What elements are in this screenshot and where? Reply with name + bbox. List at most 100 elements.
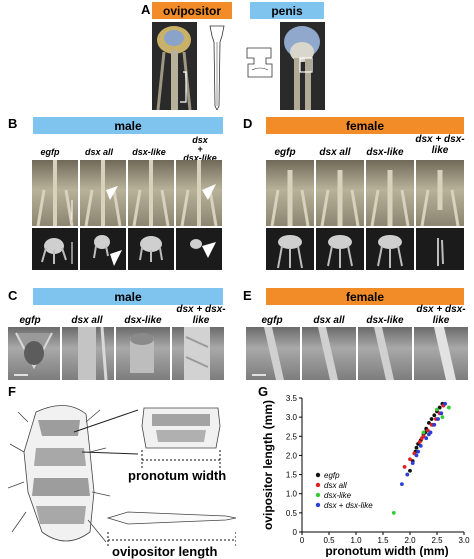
c-sem-egfp — [8, 327, 60, 380]
data-point — [429, 422, 434, 427]
b-dissect-dsx-dsx-like — [176, 228, 222, 270]
data-point — [421, 430, 426, 435]
data-point — [429, 417, 434, 421]
e-sem-dsx-dsx-like — [414, 327, 468, 380]
data-point — [437, 405, 442, 410]
d-photo-egfp — [266, 160, 314, 226]
c-sem-dsx-all — [62, 327, 114, 380]
banner-female-e: female — [266, 288, 464, 305]
label-e-dsx-dsx-like: dsx + dsx-like — [416, 304, 466, 326]
x-tick-label: 2.5 — [431, 536, 443, 545]
data-point — [405, 472, 410, 477]
e-sem-egfp — [246, 327, 300, 380]
b-photo-dsx-dsx-like — [176, 160, 222, 226]
legend-label: dsx all — [324, 481, 347, 490]
c-sem-dsx-dsx-like — [172, 327, 224, 380]
label-e-dsx-all: dsx all — [313, 315, 345, 326]
d-dissect-dsx-all — [316, 228, 364, 270]
data-point — [435, 407, 439, 412]
label-c-dsx-all: dsx all — [71, 315, 103, 326]
data-point — [400, 482, 404, 487]
data-point — [414, 453, 419, 458]
label-d-egfp: egfp — [274, 147, 296, 158]
d-photo-dsx-all — [316, 160, 364, 226]
panel-letter-c: C — [8, 288, 18, 303]
data-point — [417, 440, 422, 444]
label-d-dsx-like: dsx-like — [366, 147, 404, 158]
data-point — [427, 420, 431, 425]
d-photo-dsx-dsx-like — [416, 160, 464, 226]
banner-penis: penis — [250, 2, 324, 19]
label-b-dsx-like: dsx-like — [132, 147, 166, 157]
b-dissect-dsx-like — [128, 228, 174, 270]
ovipositor-photo-drawing — [156, 26, 192, 110]
data-point — [408, 457, 412, 462]
e-sem-dsx-all — [302, 327, 356, 380]
x-tick-label: 1.0 — [350, 536, 362, 545]
ovipositor-line-drawing — [209, 25, 225, 110]
e-sem-dsx-like — [358, 327, 412, 380]
arrowhead-icon — [202, 184, 216, 200]
label-b-dsx-dsx-like: dsx + dsx-like — [183, 135, 217, 163]
data-point — [416, 449, 420, 454]
penis-photo-drawing — [284, 26, 320, 110]
data-point — [436, 417, 440, 421]
y-tick-label: 3.0 — [286, 413, 298, 422]
b-photo-dsx-all — [80, 160, 126, 226]
x-axis-label: pronotum width (mm) — [325, 544, 448, 557]
data-point — [402, 465, 407, 469]
panel-letter-f: F — [8, 384, 16, 399]
legend-marker — [315, 472, 321, 478]
y-tick-label: 0 — [293, 528, 298, 537]
ovipositor-photo — [152, 22, 197, 110]
data-point — [425, 428, 430, 433]
data-point — [446, 405, 451, 410]
b-photo-dsx-like — [128, 160, 174, 226]
data-point — [432, 422, 437, 427]
legend-label: dsx-like — [324, 491, 352, 500]
data-point — [424, 436, 429, 441]
penis-line-drawing — [246, 47, 273, 78]
label-d-dsx-dsx-like: dsx + dsx-like — [415, 134, 465, 156]
legend-label: dsx + dsx-like — [324, 501, 373, 510]
penis-photo — [280, 22, 325, 110]
panel-letter-d: D — [243, 116, 253, 131]
label-d-dsx-all: dsx all — [319, 147, 351, 158]
y-tick-label: 2.5 — [286, 432, 298, 441]
data-point — [432, 413, 437, 418]
ovipositor-length-label: ovipositor length — [112, 544, 218, 559]
arrowhead-icon — [110, 250, 122, 266]
pronotum-width-label: pronotum width — [128, 468, 227, 483]
banner-male-c: male — [33, 288, 223, 305]
d-photo-dsx-like — [366, 160, 414, 226]
panel-letter-a: A — [141, 2, 151, 17]
c-sem-dsx-like — [116, 327, 170, 380]
y-axis-label: ovipositor length (mm) — [261, 400, 275, 530]
legend-label: egfp — [324, 471, 340, 480]
d-dissect-egfp — [266, 228, 314, 270]
y-tick-label: 1.0 — [286, 490, 298, 499]
banner-ovipositor: ovipositor — [152, 2, 232, 19]
y-tick-label: 0.5 — [286, 509, 298, 518]
panel-letter-e: E — [243, 288, 252, 303]
legend-marker — [315, 482, 321, 488]
label-b-egfp: egfp — [40, 147, 60, 157]
data-point — [440, 415, 445, 420]
y-tick-label: 1.5 — [286, 471, 298, 480]
banner-female-d: female — [266, 117, 464, 134]
data-point — [414, 445, 419, 450]
data-point — [408, 468, 412, 473]
b-dissect-dsx-all — [80, 228, 126, 270]
label-e-dsx-like: dsx-like — [366, 315, 404, 326]
x-tick-label: 3.0 — [458, 536, 470, 545]
arrowhead-icon — [106, 186, 118, 200]
label-b-dsx-all: dsx all — [84, 147, 113, 157]
b-photo-egfp — [32, 160, 78, 226]
x-tick-label: 0 — [300, 536, 305, 545]
b-dissect-egfp — [32, 228, 78, 270]
label-c-dsx-dsx-like: dsx + dsx-like — [176, 304, 226, 326]
x-tick-label: 2.0 — [404, 536, 416, 545]
